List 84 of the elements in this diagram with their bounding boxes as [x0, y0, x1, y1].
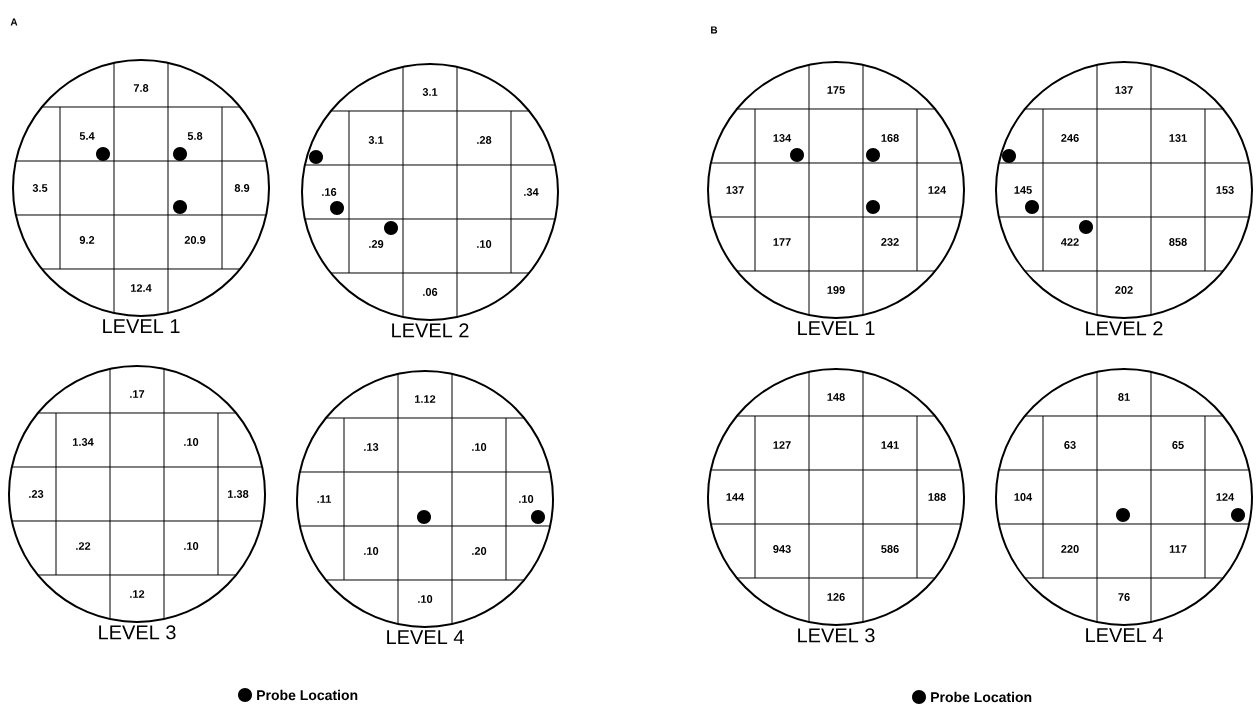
level-label: LEVEL 4	[1086, 628, 1163, 642]
cell-value: .22	[76, 542, 91, 550]
cell-value: 3.1	[422, 88, 438, 96]
cell-value: 232	[881, 238, 899, 246]
cell-value: .10	[184, 438, 199, 446]
grid-circle	[301, 63, 559, 338]
level-label: LEVEL 1	[798, 321, 875, 335]
panel-letter: B	[711, 26, 718, 34]
cell-value: 65	[1172, 441, 1184, 449]
legend-text: Probe Location	[931, 691, 1032, 703]
cell-value: 148	[827, 393, 845, 401]
cell-value: 168	[881, 134, 899, 142]
cell-value: 7.8	[133, 84, 149, 92]
cell-value: 1.12	[415, 395, 436, 403]
cell-value: 199	[827, 286, 845, 294]
cell-value: 177	[773, 238, 791, 246]
cell-value: 141	[881, 441, 899, 449]
cell-value: 188	[928, 493, 946, 501]
cell-value: 145	[1014, 186, 1032, 194]
cell-value: .29	[369, 240, 384, 248]
level-label: LEVEL 3	[99, 625, 176, 640]
cell-value: 134	[773, 134, 792, 142]
level-label: LEVEL 3	[798, 628, 875, 643]
level-label: LEVEL 2	[1086, 321, 1163, 336]
grid-circle	[707, 368, 965, 643]
cell-value: 20.9	[184, 236, 206, 244]
cell-value: .10	[472, 443, 487, 451]
cell-value: .10	[477, 240, 492, 248]
cell-value: 137	[1115, 86, 1133, 94]
legend-text: Probe Location	[257, 689, 358, 701]
panel-letter: A	[10, 18, 18, 26]
cell-value: 202	[1115, 286, 1133, 294]
cell-value: .34	[524, 188, 539, 196]
cell-value: 104	[1014, 493, 1033, 501]
cell-value: 3.5	[32, 184, 48, 192]
cell-value: 12.4	[131, 284, 152, 292]
cell-value: 220	[1061, 545, 1079, 553]
cell-value: 76	[1118, 593, 1130, 601]
cell-value: 137	[726, 186, 744, 194]
cell-value: 422	[1061, 238, 1079, 246]
cell-value: 246	[1061, 134, 1079, 142]
cell-value: 586	[881, 545, 899, 553]
cell-value: 5.8	[187, 132, 203, 140]
level-label: LEVEL 2	[392, 323, 469, 338]
cell-value: 1.38	[228, 490, 249, 498]
cell-value: .10	[184, 542, 199, 550]
cell-value: .16	[322, 188, 337, 196]
cell-value: .10	[364, 547, 379, 555]
cell-value: 126	[827, 593, 845, 601]
cell-value: 858	[1169, 238, 1187, 246]
cell-value: 124	[928, 186, 947, 194]
grid-circle	[995, 368, 1253, 642]
cell-value: 153	[1216, 186, 1234, 194]
cell-value: .28	[477, 136, 492, 144]
level-label: LEVEL 4	[387, 630, 464, 644]
level-label: LEVEL 1	[103, 319, 180, 333]
cell-value: 131	[1169, 134, 1187, 142]
grid-circle	[12, 59, 270, 333]
grid-circle	[296, 370, 554, 644]
cell-value: 124	[1216, 493, 1235, 501]
cell-value: 3.1	[368, 136, 384, 144]
cell-value: .11	[317, 495, 332, 503]
grid-circle	[995, 61, 1253, 336]
cell-value: 5.4	[79, 132, 95, 140]
cell-value: 175	[827, 86, 845, 94]
cell-value: 81	[1118, 393, 1130, 401]
grid-circle	[707, 61, 965, 335]
cell-value: .10	[519, 495, 534, 503]
cell-value: 8.9	[234, 184, 250, 192]
cell-value: 943	[773, 545, 791, 553]
cell-value: 9.2	[79, 236, 95, 244]
cell-value: 127	[773, 441, 791, 449]
cell-value: .12	[130, 590, 145, 598]
grid-circle	[8, 365, 266, 640]
cell-value: .06	[423, 288, 438, 296]
cell-value: .20	[472, 547, 487, 555]
cell-value: .10	[418, 595, 433, 603]
cell-value: 117	[1169, 545, 1187, 553]
cell-value: .13	[364, 443, 379, 451]
cell-value: 63	[1064, 441, 1076, 449]
cell-value: .23	[29, 490, 44, 498]
cell-value: .17	[130, 390, 145, 398]
cell-value: 1.34	[73, 438, 94, 446]
cell-value: 144	[726, 493, 745, 501]
